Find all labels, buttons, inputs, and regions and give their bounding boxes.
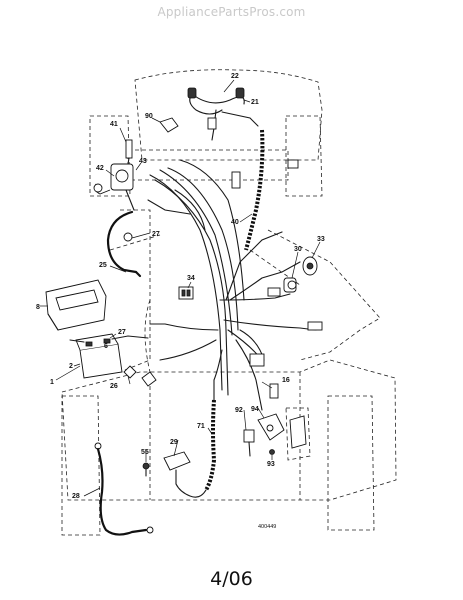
coil-40 bbox=[244, 129, 265, 251]
callout-8: 8 bbox=[36, 304, 40, 311]
callout-1: 1 bbox=[50, 379, 54, 386]
main-harness bbox=[147, 159, 317, 411]
callout-21: 21 bbox=[251, 99, 259, 106]
rear-left-tire bbox=[61, 395, 101, 536]
chassis-left bbox=[119, 209, 151, 373]
front-right-tire bbox=[285, 115, 323, 197]
headlight-harness bbox=[187, 87, 259, 141]
callout-34: 34 bbox=[187, 275, 195, 282]
callout-25: 25 bbox=[99, 262, 107, 269]
right-connectors bbox=[231, 159, 323, 367]
battery-box-8 bbox=[45, 279, 107, 331]
cover-plate bbox=[285, 407, 311, 461]
bolt-55 bbox=[142, 462, 150, 477]
front-left-tire bbox=[89, 115, 131, 197]
coil-71 bbox=[175, 379, 217, 498]
chassis-mid bbox=[109, 234, 301, 286]
hood-outline bbox=[134, 69, 323, 161]
connector-34 bbox=[178, 286, 194, 300]
callout-55: 55 bbox=[141, 449, 149, 456]
seat-switch-29 bbox=[163, 451, 191, 485]
callout-26: 26 bbox=[110, 383, 118, 390]
rear-right-tire bbox=[327, 395, 375, 531]
callout-16: 16 bbox=[282, 377, 290, 384]
callout-92: 92 bbox=[235, 407, 243, 414]
callout-40: 40 bbox=[231, 219, 239, 226]
deck-outline bbox=[144, 299, 151, 373]
ground-cable-28 bbox=[94, 442, 154, 536]
relay-92 bbox=[243, 429, 255, 457]
callout-27b: 27 bbox=[118, 329, 126, 336]
switch-30 bbox=[283, 277, 297, 293]
callout-22: 22 bbox=[231, 73, 239, 80]
callout-42: 42 bbox=[96, 165, 104, 172]
rear-body bbox=[61, 359, 397, 501]
switch-16 bbox=[269, 383, 279, 399]
clip-90 bbox=[159, 117, 179, 133]
callout-29: 29 bbox=[170, 439, 178, 446]
page-date: 4/06 bbox=[210, 568, 253, 590]
watermark: AppliancePartsPros.com bbox=[157, 5, 306, 19]
callout-33: 33 bbox=[317, 236, 325, 243]
switch-33 bbox=[302, 256, 318, 276]
callout-71: 71 bbox=[197, 423, 205, 430]
screw-93 bbox=[269, 449, 275, 455]
bracket-94 bbox=[257, 413, 285, 441]
cable-26 bbox=[123, 365, 157, 387]
callout-28: 28 bbox=[72, 493, 80, 500]
ignition-switch bbox=[93, 139, 135, 211]
leader-lines bbox=[40, 79, 321, 497]
callout-2: 2 bbox=[69, 363, 73, 370]
callout-41: 41 bbox=[110, 121, 118, 128]
callout-93: 93 bbox=[267, 461, 275, 468]
callout-30: 30 bbox=[294, 246, 302, 253]
chassis-right bbox=[267, 229, 381, 361]
callout-90: 90 bbox=[145, 113, 153, 120]
callout-numbers: 22 21 90 41 42 43 40 27 30 33 25 34 8 27… bbox=[36, 73, 325, 530]
callout-43: 43 bbox=[139, 158, 147, 165]
document-number: 400449 bbox=[258, 524, 276, 530]
callout-27a: 27 bbox=[152, 231, 160, 238]
callout-6: 6 bbox=[104, 343, 108, 350]
callout-94: 94 bbox=[251, 406, 259, 413]
battery-1 bbox=[69, 333, 149, 379]
solenoid-lead bbox=[106, 210, 142, 278]
